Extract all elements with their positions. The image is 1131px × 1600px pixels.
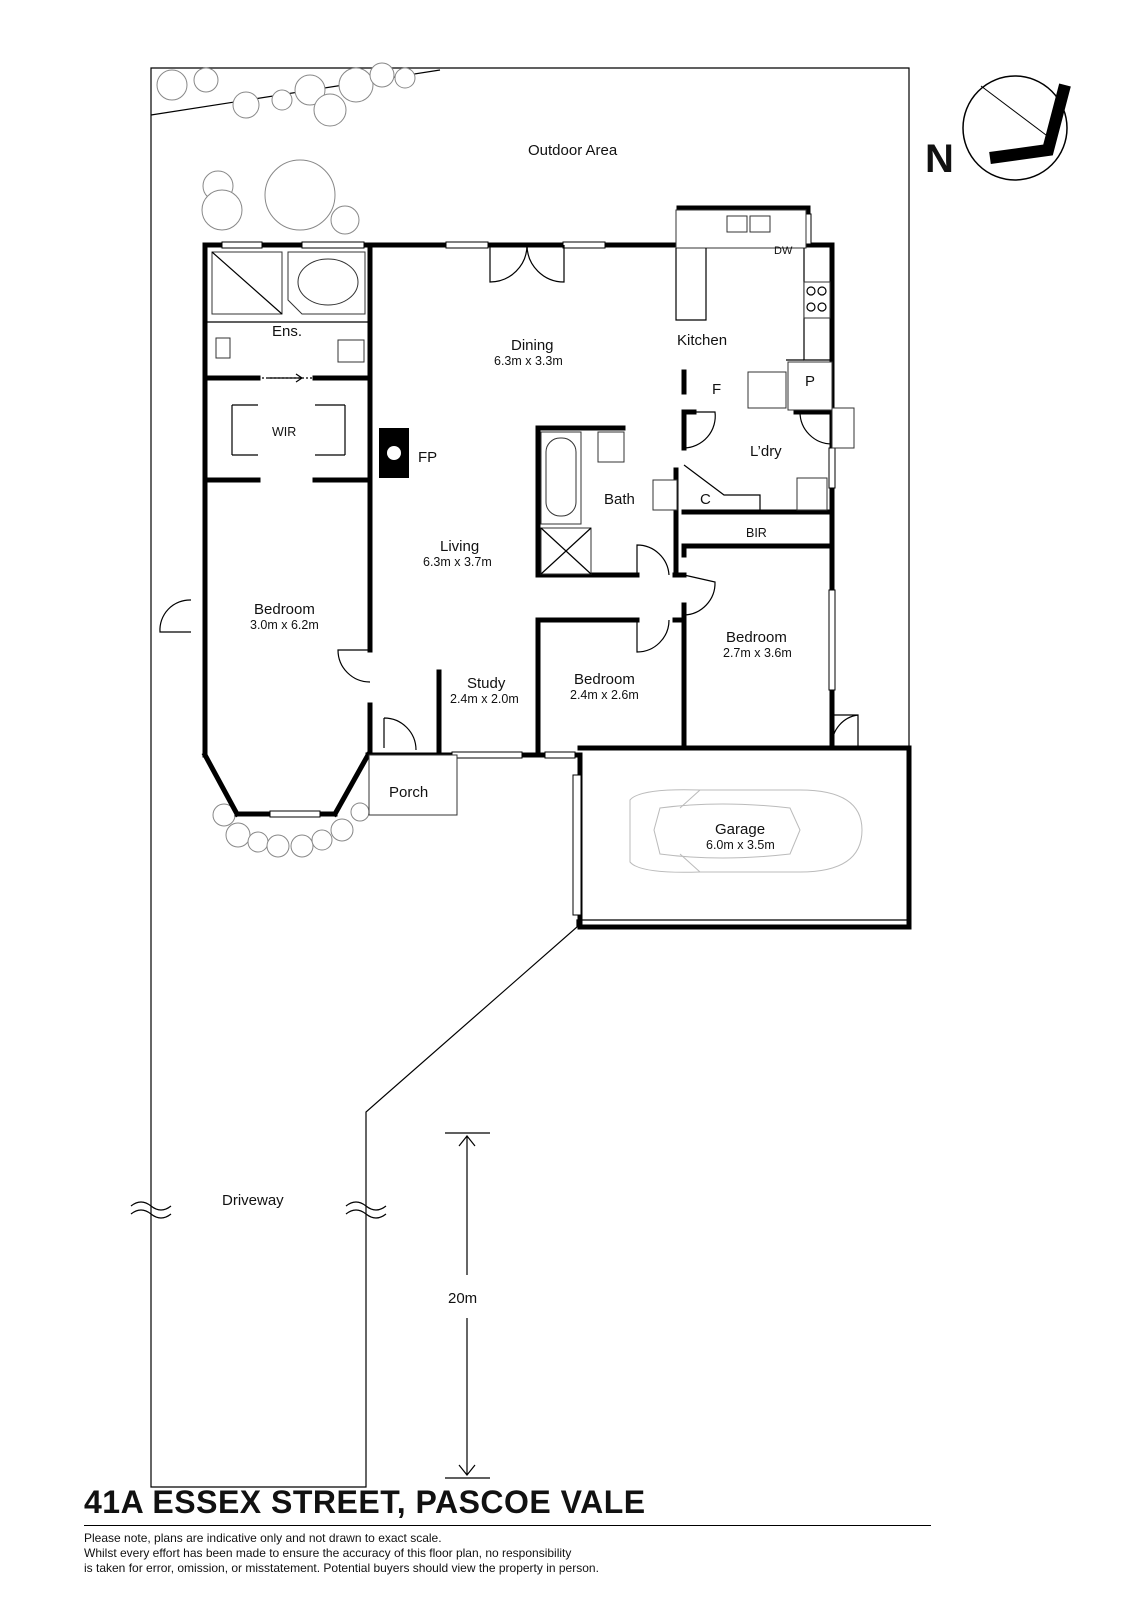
living-size: 6.3m x 3.7m [423, 555, 492, 569]
bedroom-mid-size: 2.4m x 2.6m [570, 688, 639, 702]
break-mark-left [130, 1201, 172, 1219]
garage-size: 6.0m x 3.5m [706, 838, 775, 852]
dishwasher-label: DW [774, 245, 793, 257]
master-bedroom-label: Bedroom [254, 601, 315, 618]
outdoor-area-label: Outdoor Area [528, 142, 618, 159]
fireplace-label: FP [418, 449, 437, 466]
study-label: Study [467, 675, 506, 692]
fixtures [211, 209, 833, 816]
car-outline [629, 789, 863, 873]
scale-arrow [445, 1132, 490, 1479]
driveway-label: Driveway [222, 1192, 284, 1209]
kitchen-label: Kitchen [677, 332, 727, 349]
bir-label: BIR [746, 526, 767, 540]
disclaimer-line: Whilst every effort has been made to ens… [84, 1546, 572, 1560]
laundry-label: L’dry [750, 443, 782, 460]
disclaimer-line: is taken for error, omission, or misstat… [84, 1561, 599, 1575]
porch-label: Porch [389, 784, 428, 801]
bedroom-right-size: 2.7m x 3.6m [723, 646, 792, 660]
wir-label: WIR [272, 425, 296, 439]
title-divider [84, 1525, 931, 1526]
trees-mid [201, 159, 360, 235]
lot-boundary-lower [150, 745, 367, 1488]
pantry-label: P [805, 373, 815, 390]
bedroom-mid-label: Bedroom [574, 671, 635, 688]
north-label: N [925, 137, 954, 181]
fridge-label: F [712, 381, 721, 398]
scale-label: 20m [448, 1290, 477, 1307]
doors [159, 244, 859, 751]
shrubs-bay [212, 802, 370, 858]
bath-label: Bath [604, 491, 635, 508]
north-arrow-compass [962, 75, 1071, 181]
garage-label: Garage [715, 821, 765, 838]
disclaimer-line: Please note, plans are indicative only a… [84, 1531, 442, 1545]
study-size: 2.4m x 2.0m [450, 692, 519, 706]
dining-label: Dining [511, 337, 554, 354]
dining-size: 6.3m x 3.3m [494, 354, 563, 368]
cupboard-label: C [700, 491, 711, 508]
trees-top [156, 62, 416, 127]
lot-boundary [150, 67, 910, 1119]
bedroom-right-label: Bedroom [726, 629, 787, 646]
disclaimer: Please note, plans are indicative only a… [84, 1531, 599, 1576]
living-label: Living [440, 538, 479, 555]
windows [221, 213, 836, 916]
master-bedroom-size: 3.0m x 6.2m [250, 618, 319, 632]
property-address-title: 41A ESSEX STREET, PASCOE VALE [84, 1484, 646, 1520]
ensuite-label: Ens. [272, 323, 302, 340]
break-mark-right [345, 1201, 387, 1219]
interior-walls [202, 242, 835, 758]
